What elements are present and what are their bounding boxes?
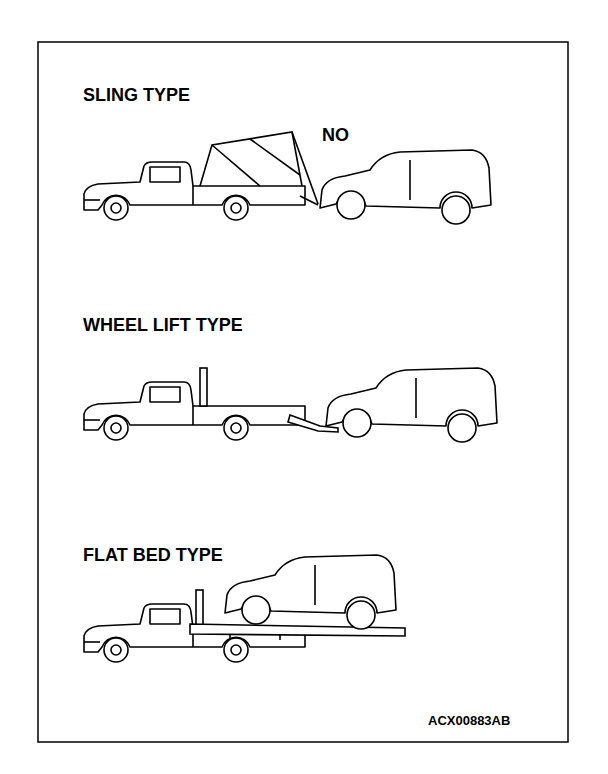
section-heading: SLING TYPE (83, 86, 190, 106)
section-heading: WHEEL LIFT TYPE (83, 316, 243, 336)
warning-label: NO (322, 126, 349, 146)
figure-code: ACX00883AB (428, 714, 510, 728)
section-heading: FLAT BED TYPE (83, 546, 223, 566)
